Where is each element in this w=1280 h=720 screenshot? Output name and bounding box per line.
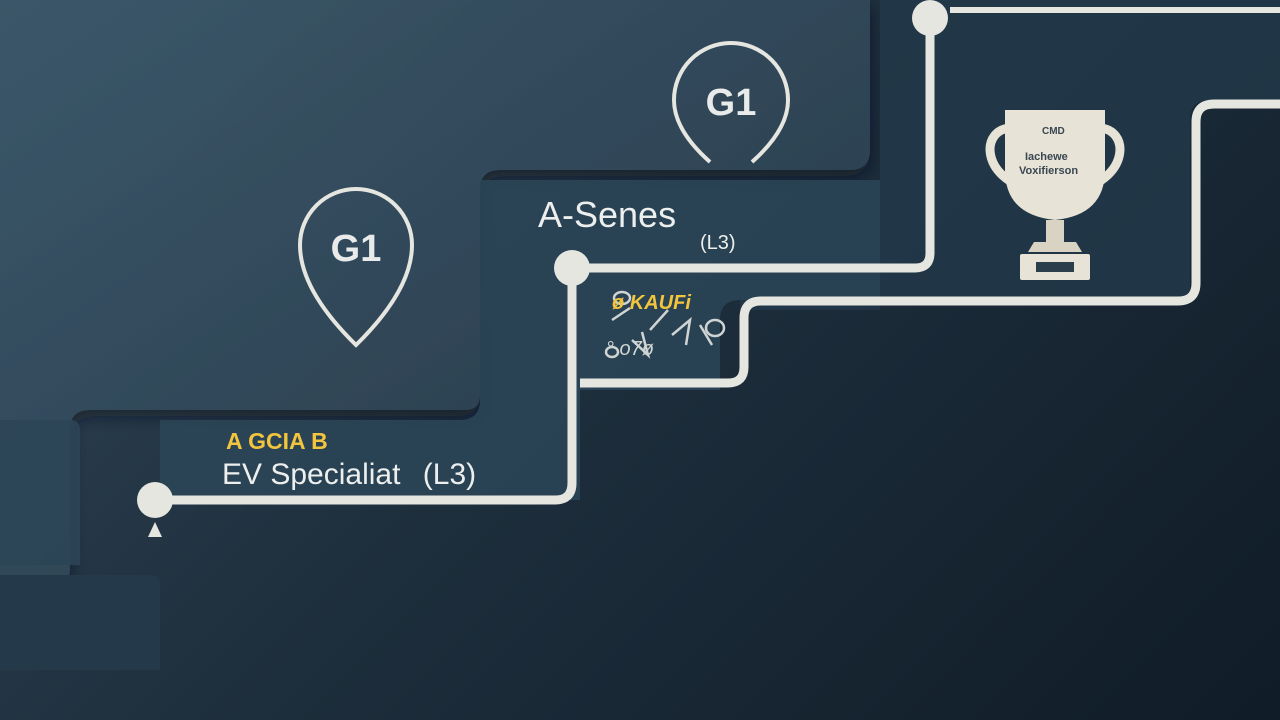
path-node-start [137, 482, 173, 518]
path-node-middle [554, 250, 590, 286]
milestone-title: EV Specialiat (L3) [222, 458, 476, 492]
milestone-name: EV Specialiat [222, 458, 401, 491]
pin-label: G1 [330, 228, 382, 270]
milestone-level: (L3) [700, 232, 736, 254]
scribble-text: ø KAUFi [612, 292, 691, 314]
trophy-emblem: CMD [1042, 126, 1065, 137]
start-marker-icon [148, 522, 162, 537]
milestone-title: A-Senes [538, 194, 677, 235]
lower-left-column [0, 575, 160, 670]
trophy-inscription: Voxifierson [1019, 165, 1079, 177]
path-node-top [912, 0, 948, 36]
scribble-text: ° o7ø [606, 338, 655, 360]
path-line-upper [580, 99, 1280, 388]
pin-label: G1 [705, 82, 757, 124]
trophy-inscription: Iachewe [1025, 151, 1068, 163]
map-pin-icon [297, 187, 415, 348]
milestone-level: (L3) [422, 458, 477, 491]
step-band-middle [160, 180, 880, 500]
upper-panel [0, 0, 870, 580]
scribble-graphic [604, 290, 726, 359]
trophy-icon [985, 110, 1125, 280]
milestone-badge: A GCIA B [226, 428, 328, 454]
map-pin-icon [671, 41, 791, 164]
step-band-lower [0, 420, 80, 565]
